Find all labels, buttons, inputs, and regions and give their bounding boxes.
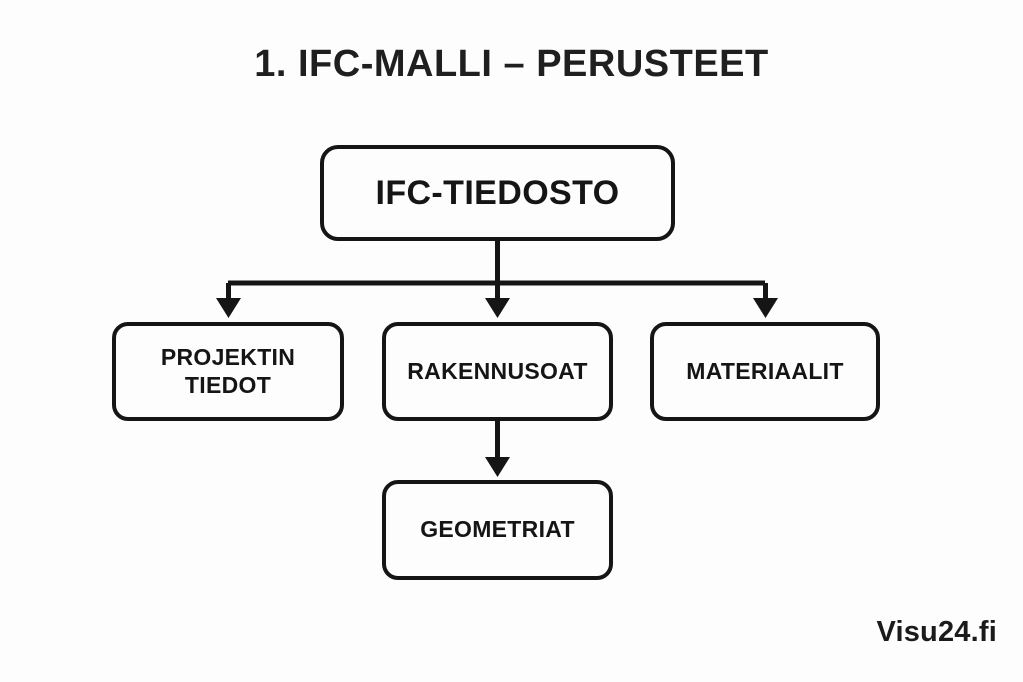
node-label: PROJEKTIN TIEDOT (160, 344, 296, 398)
node-projektin-tiedot[interactable]: PROJEKTIN TIEDOT (112, 322, 344, 421)
node-rakennusoat[interactable]: RAKENNUSOAT (382, 322, 613, 421)
node-label: MATERIAALIT (686, 357, 844, 384)
arrowhead-right (753, 298, 778, 318)
node-ifc-tiedosto[interactable]: IFC-TIEDOSTO (320, 145, 675, 241)
arrowhead-left (216, 298, 241, 318)
node-materiaalit[interactable]: MATERIAALIT (650, 322, 880, 421)
page-title: 1. IFC-MALLI – PERUSTEET (254, 43, 769, 85)
node-label: RAKENNUSOAT (407, 357, 588, 384)
node-label: IFC-TIEDOSTO (375, 173, 620, 212)
watermark-visu24: Visu24.fi (876, 616, 997, 648)
arrowhead-center (485, 298, 510, 318)
node-label: GEOMETRIAT (420, 516, 575, 543)
arrowhead-geom (485, 457, 510, 477)
node-geometriat[interactable]: GEOMETRIAT (382, 480, 613, 580)
